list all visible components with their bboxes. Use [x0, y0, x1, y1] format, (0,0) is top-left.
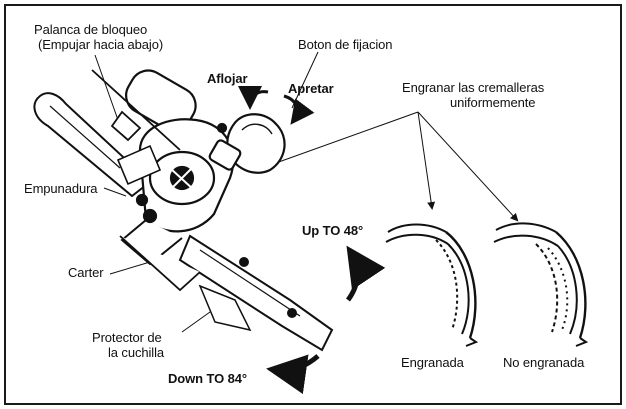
lock-lever — [91, 69, 181, 151]
down-angle-label: Down TO 84° — [168, 371, 247, 386]
up-angle-label: Up TO 48° — [302, 223, 364, 238]
guard-label-line2: la cuchilla — [108, 345, 164, 360]
engage-label-line1: Engranar las cremalleras — [402, 80, 545, 95]
housing-label: Carter — [68, 265, 104, 280]
curved-arrow-down-icon — [266, 354, 320, 395]
guard-label-line1: Protector de — [92, 330, 162, 345]
curved-arrow-cw-icon — [283, 94, 315, 125]
tool-handle — [33, 92, 152, 198]
fixing-knob — [208, 113, 286, 174]
curved-arrow-up-icon — [345, 245, 386, 302]
handle-label: Empunadura — [24, 181, 98, 196]
tighten-label: Apretar — [288, 81, 334, 96]
rack-not-engaged — [493, 222, 589, 347]
lock-lever-label-line2: (Empujar hacia abajo) — [38, 37, 164, 52]
engaged-label: Engranada — [401, 355, 464, 370]
loosen-label: Aflojar — [207, 71, 248, 86]
rotation-arrows — [238, 85, 386, 395]
fixing-button-label: Boton de fijacion — [298, 37, 393, 52]
cutting-blade — [178, 234, 334, 352]
gear-housing — [116, 69, 235, 292]
not-engaged-label: No engranada — [503, 355, 585, 370]
rack-engaged — [385, 223, 479, 347]
engage-label-line2: uniformemente — [450, 95, 536, 110]
curved-arrow-ccw-icon — [238, 85, 269, 110]
lock-lever-label-line1: Palanca de bloqueo — [34, 22, 148, 37]
